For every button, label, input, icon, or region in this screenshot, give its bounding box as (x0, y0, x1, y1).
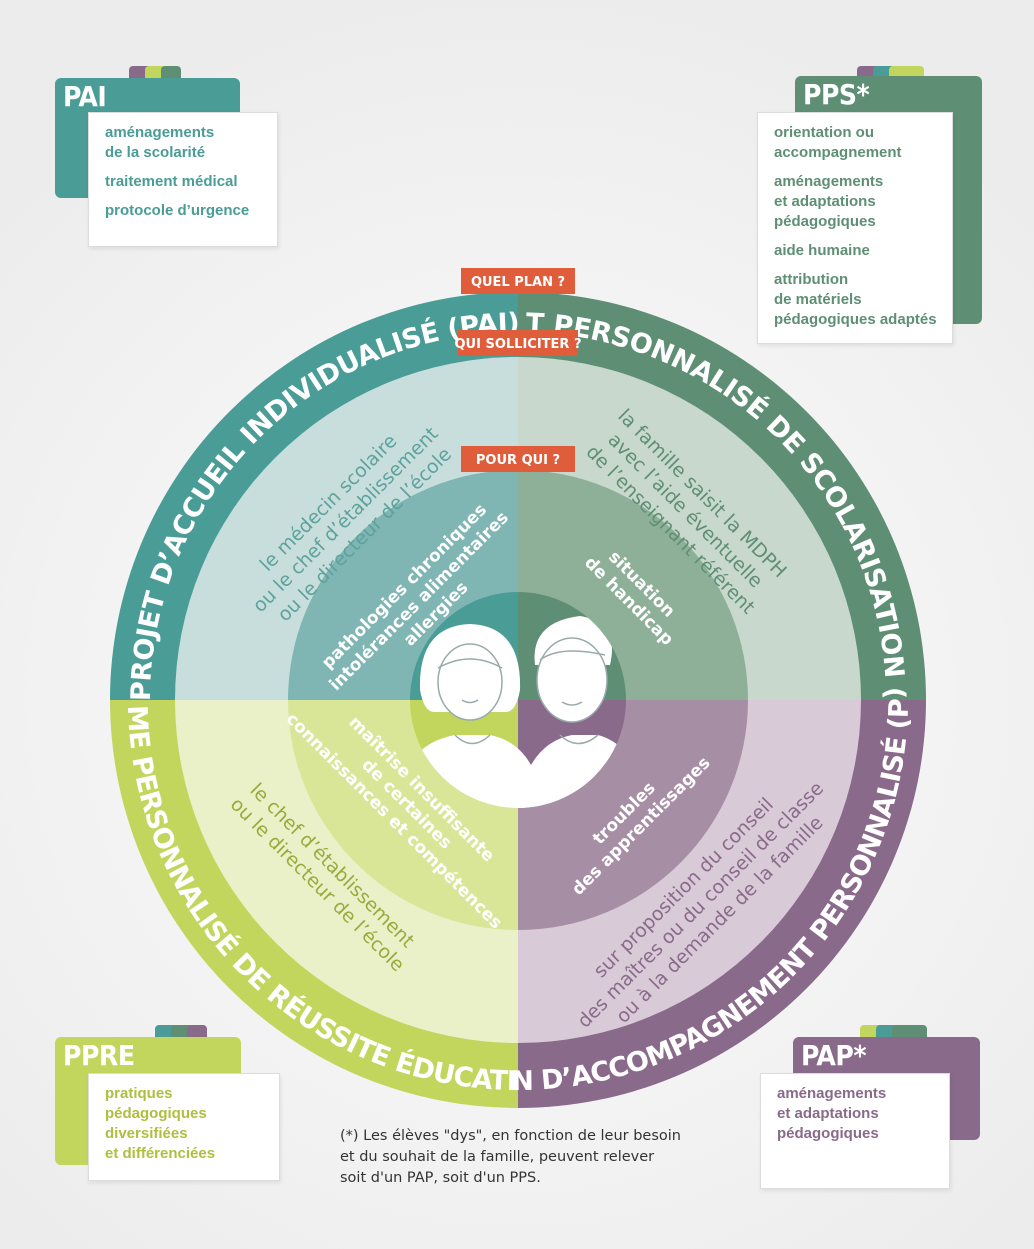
footnote: (*) Les élèves "dys", en fonction de leu… (340, 1128, 681, 1186)
card-pps-item: orientation ou accompagnement (774, 124, 902, 161)
card-pap-item: aménagements et adaptations pédagogiques (777, 1085, 887, 1142)
card-pps-item: aide humaine (774, 242, 870, 259)
card-pap-body: aménagements et adaptations pédagogiques (760, 1073, 950, 1189)
card-pai-title: PAI (63, 80, 107, 113)
card-pai-item: traitement médical (105, 173, 238, 190)
card-pps-item: attribution de matériels pédagogiques ad… (774, 271, 937, 328)
card-pai-item: aménagements de la scolarité (105, 124, 215, 161)
label-pour-qui-bg (461, 446, 575, 472)
card-tab (187, 1025, 207, 1039)
card-tab (892, 1025, 927, 1039)
card-tab (161, 66, 181, 80)
label-qui-solliciter: QUI SOLLICITER ? (455, 337, 582, 352)
label-quel-plan: QUEL PLAN ? (471, 275, 565, 290)
label-pour-qui: POUR QUI ? (476, 453, 560, 468)
card-pps-body: orientation ou accompagnement aménagemen… (757, 112, 953, 344)
card-pps-item: aménagements et adaptations pédagogiques (774, 173, 884, 230)
card-ppre-item: pratiques pédagogiques diversifiées et d… (105, 1085, 216, 1162)
card-pap-title: PAP* (801, 1039, 867, 1072)
card-pai-body: aménagements de la scolarité traitement … (88, 112, 278, 247)
card-ppre-body: pratiques pédagogiques diversifiées et d… (88, 1073, 280, 1181)
card-pai-item: protocole d’urgence (105, 202, 250, 219)
card-pps-title: PPS* (803, 78, 870, 111)
label-quel-plan-bg (461, 268, 575, 294)
card-ppre-title: PPRE (63, 1039, 135, 1072)
label-qui-solliciter-bg (458, 330, 578, 356)
